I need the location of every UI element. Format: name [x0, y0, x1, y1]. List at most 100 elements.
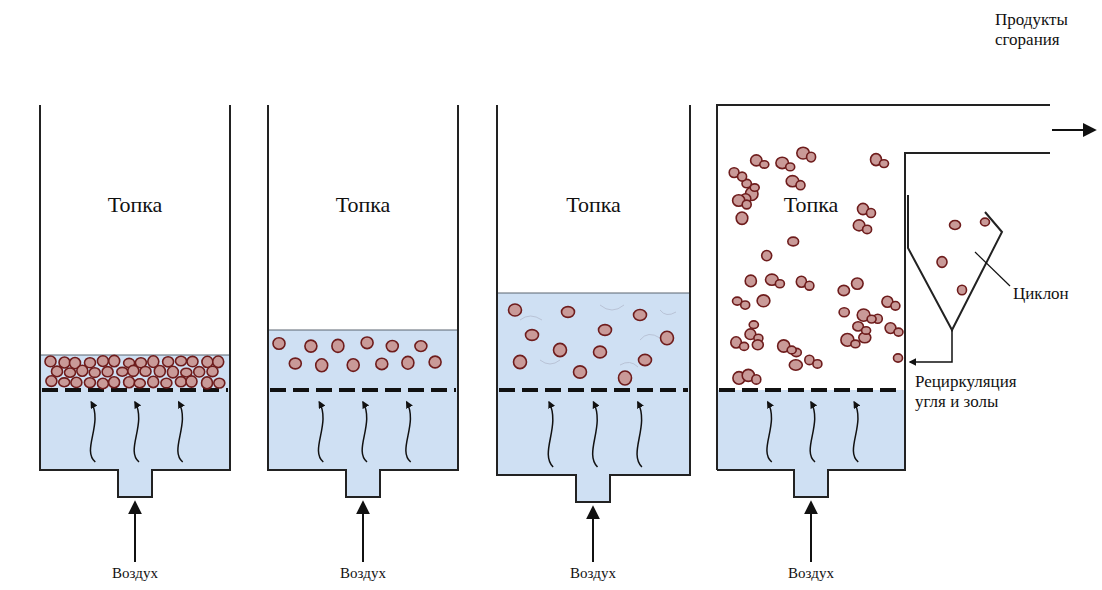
- cyclone-label-box: Циклон: [1013, 284, 1093, 304]
- coal-particle: [562, 307, 575, 318]
- air-flow-arrow: [406, 402, 411, 462]
- coal-particle: [59, 357, 70, 368]
- coal-particle: [402, 356, 414, 369]
- coal-particle: [175, 377, 186, 387]
- coal-particle: [117, 367, 128, 376]
- coal-particle: [599, 325, 612, 336]
- coal-particle: [787, 346, 796, 354]
- coal-particle: [788, 237, 799, 246]
- coal-particle: [805, 281, 814, 290]
- coal-particle: [124, 377, 135, 388]
- coal-particle: [740, 342, 749, 350]
- coal-particle: [161, 378, 172, 388]
- coal-particle: [738, 172, 747, 181]
- coal-particle: [77, 365, 88, 376]
- furnace-label: Топка: [784, 193, 839, 217]
- coal-particle: [661, 331, 674, 344]
- coal-particle: [167, 366, 178, 378]
- coal-particle: [163, 357, 174, 367]
- air-flow-arrow: [134, 402, 139, 462]
- coal-particle: [52, 366, 63, 377]
- furnace-label: Топка: [108, 193, 163, 217]
- output-label: Продукты сгорания: [995, 10, 1085, 49]
- air-flow-arrow: [637, 402, 642, 467]
- coal-particle: [619, 371, 632, 385]
- coal-particle: [745, 275, 756, 287]
- coal-particle: [752, 375, 761, 384]
- output-label-box: Продукты сгорания: [995, 10, 1095, 49]
- coal-particle: [775, 280, 784, 288]
- air-label-box: Воздух: [323, 564, 403, 582]
- coal-particle: [750, 184, 759, 191]
- coal-particle: [950, 221, 961, 230]
- coal-particle: [415, 341, 427, 352]
- coal-particle: [59, 378, 70, 387]
- coal-particle: [148, 376, 159, 387]
- air-flow-arrow: [362, 402, 367, 462]
- coal-particle: [316, 359, 328, 372]
- air-flow-arrow: [90, 402, 95, 462]
- coal-particle: [202, 377, 213, 389]
- coal-particle: [97, 378, 108, 388]
- coal-particle: [958, 285, 967, 294]
- coal-particle: [634, 310, 647, 321]
- coal-particle: [894, 354, 903, 362]
- coal-particle: [752, 340, 763, 350]
- coal-particle: [839, 308, 849, 317]
- coal-particle: [757, 295, 770, 307]
- furnace-label: Топка: [566, 193, 621, 217]
- coal-particle: [760, 161, 769, 168]
- coal-particle: [361, 337, 373, 349]
- coal-particle: [762, 251, 772, 261]
- coal-particle: [509, 304, 522, 316]
- coal-particle: [554, 343, 567, 356]
- coal-particle: [140, 367, 151, 377]
- air-flow-arrow: [853, 402, 858, 462]
- furnace-label: Топка: [336, 193, 391, 217]
- coal-particle: [851, 340, 860, 348]
- coal-particle: [186, 376, 197, 387]
- air-label: Воздух: [112, 565, 158, 582]
- coal-particle: [894, 328, 903, 336]
- coal-particle: [594, 346, 607, 358]
- coal-particle: [813, 360, 822, 368]
- coal-particle: [71, 377, 82, 387]
- coal-particle: [807, 152, 816, 162]
- coal-particle: [749, 321, 758, 329]
- coal-particle: [109, 377, 120, 388]
- coal-particle: [305, 340, 317, 352]
- coal-particle: [89, 368, 100, 378]
- furnace-chamber: Топка: [717, 105, 905, 470]
- coal-particle: [789, 360, 802, 370]
- coal-particle: [891, 302, 900, 311]
- coal-particle: [867, 209, 876, 218]
- air-flow-arrow: [318, 402, 323, 462]
- coal-particle: [194, 367, 205, 377]
- coal-particle: [207, 366, 218, 376]
- coal-particle: [981, 218, 990, 226]
- air-flow-arrow: [178, 402, 183, 462]
- coal-particle: [741, 301, 750, 309]
- furnace-chamber: Топка: [268, 105, 458, 470]
- coal-particle: [289, 358, 301, 369]
- coal-particle: [863, 225, 872, 233]
- coal-particle: [867, 315, 876, 323]
- coal-particle: [46, 376, 57, 387]
- air-label-box: Воздух: [771, 564, 851, 582]
- coal-particle: [852, 278, 864, 289]
- coal-particle: [154, 366, 165, 377]
- coal-particle: [65, 368, 76, 377]
- coal-particle: [514, 355, 527, 368]
- coal-particle: [109, 355, 120, 366]
- coal-particle: [574, 366, 587, 378]
- coal-particle: [214, 378, 225, 388]
- coal-particle: [273, 338, 285, 350]
- coal-particle: [134, 379, 145, 388]
- furnace-chamber: Топка: [497, 105, 690, 475]
- air-flow-arrow: [593, 402, 598, 467]
- coal-particle: [45, 356, 56, 367]
- coal-particle: [742, 200, 751, 209]
- air-flow-arrow: [767, 402, 772, 462]
- coal-particle: [97, 356, 108, 367]
